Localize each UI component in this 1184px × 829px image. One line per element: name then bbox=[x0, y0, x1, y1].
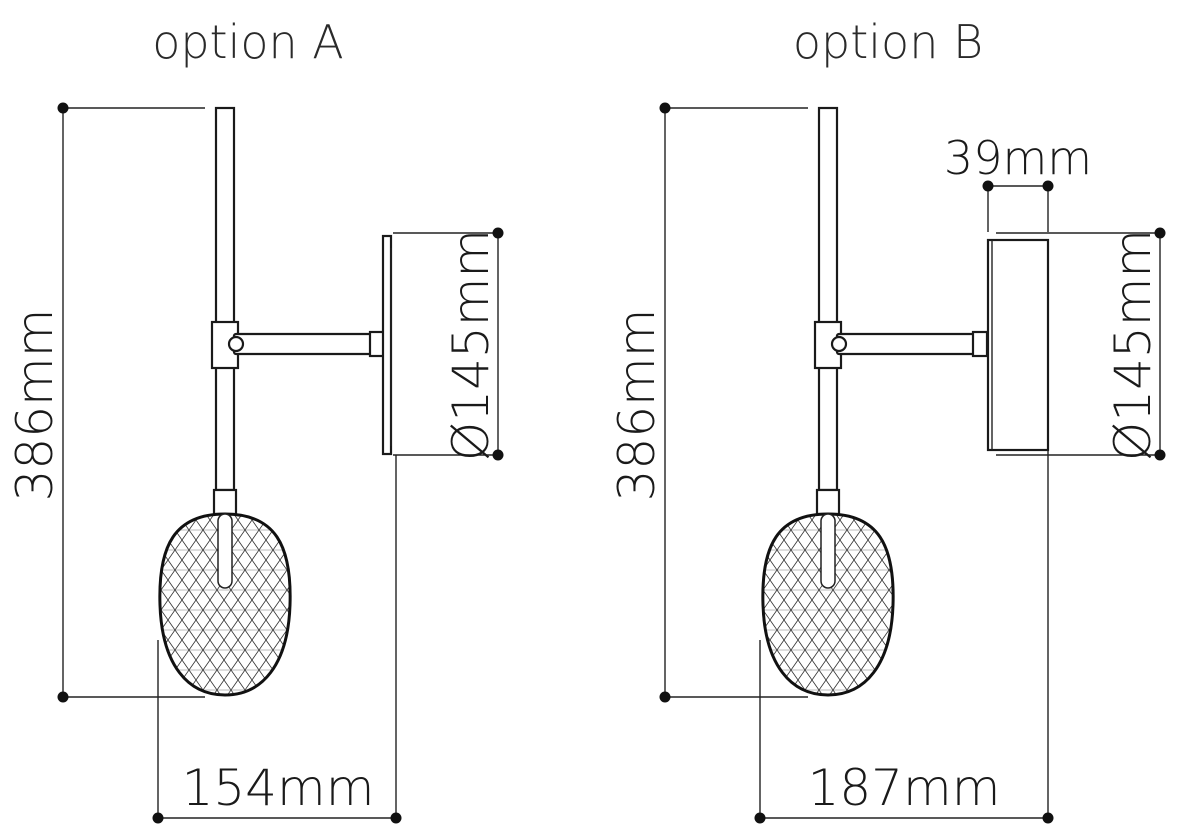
option-b-height-dimension: 386mm bbox=[608, 102, 808, 703]
option-a-lamp bbox=[158, 106, 393, 697]
option-b-depth-dimension: 39mm bbox=[944, 131, 1092, 232]
option-a-height-dimension: 386mm bbox=[6, 102, 205, 703]
option-b-diameter-label: Ø145mm bbox=[1104, 229, 1162, 461]
option-b-group: option B 386mm bbox=[608, 15, 1166, 824]
option-b-depth-label: 39mm bbox=[944, 131, 1092, 185]
option-a-width-dimension: 154mm bbox=[152, 455, 402, 824]
option-b-height-label: 386mm bbox=[608, 309, 666, 502]
option-a-diameter-label: Ø145mm bbox=[442, 229, 500, 461]
option-b-width-label: 187mm bbox=[808, 759, 1001, 817]
option-a-title: option A bbox=[152, 15, 344, 69]
option-b-width-dimension: 187mm bbox=[754, 450, 1054, 824]
option-a-diameter-dimension: Ø145mm bbox=[393, 227, 504, 461]
option-a-group: option A 386mm bbox=[6, 15, 504, 824]
option-b-lamp bbox=[761, 106, 1050, 697]
option-b-title: option B bbox=[793, 15, 983, 69]
option-a-width-label: 154mm bbox=[182, 759, 375, 817]
option-a-height-label: 386mm bbox=[6, 309, 64, 502]
option-b-diameter-dimension: Ø145mm bbox=[996, 227, 1166, 461]
